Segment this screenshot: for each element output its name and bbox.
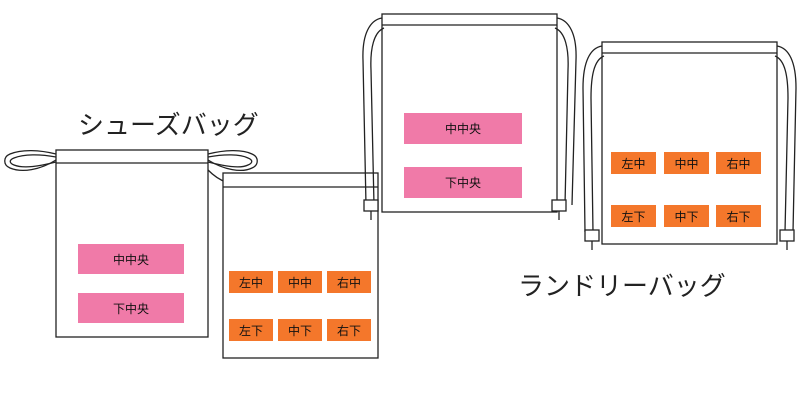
shoes-bag-title: シューズバッグ — [78, 111, 259, 141]
laundry-bag-title: ランドリーバッグ — [518, 272, 726, 302]
second-label-right-bottom: 右下 — [327, 319, 371, 341]
second-label-center-middle: 中中 — [278, 271, 322, 293]
laundry-label-right-bottom: 右下 — [716, 205, 761, 227]
laundry-label-left-bottom: 左下 — [611, 205, 656, 227]
laundry-label-right-middle: 右中 — [716, 152, 761, 174]
second-label-center-bottom: 中下 — [278, 319, 322, 341]
shoes-label-middle-center: 中中央 — [78, 244, 184, 274]
second-label-right-middle: 右中 — [327, 271, 371, 293]
backpack-label-bottom-center: 下中央 — [404, 167, 522, 198]
laundry-label-left-middle: 左中 — [611, 152, 656, 174]
second-label-left-middle: 左中 — [229, 271, 273, 293]
shoes-label-bottom-center: 下中央 — [78, 293, 184, 323]
laundry-label-center-bottom: 中下 — [664, 205, 709, 227]
laundry-label-center-middle: 中中 — [664, 152, 709, 174]
second-label-left-bottom: 左下 — [229, 319, 273, 341]
backpack-label-middle-center: 中中央 — [404, 113, 522, 144]
